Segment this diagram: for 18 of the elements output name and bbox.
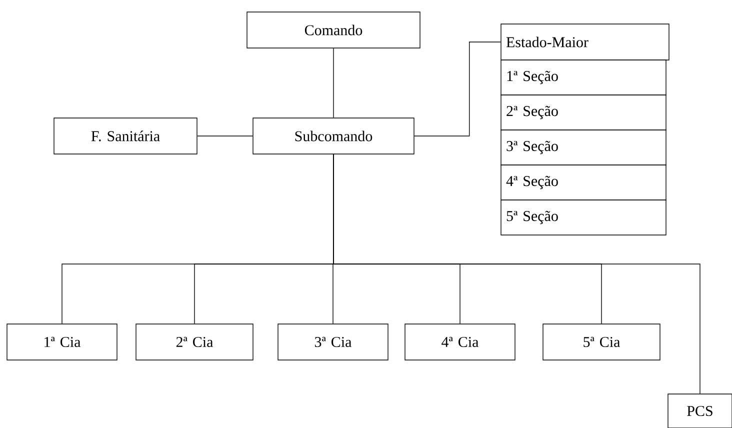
org-box: 3ª Seção	[500, 130, 666, 166]
org-box: 4ª Seção	[500, 164, 666, 200]
connector-line	[333, 154, 700, 394]
org-box: 1ª Cia	[6, 324, 118, 360]
org-box: 5ª Seção	[500, 200, 666, 236]
org-box: PCS	[668, 394, 732, 428]
org-box: 1ª Seção	[500, 60, 666, 96]
org-box: Comando	[246, 12, 420, 48]
connector-line	[333, 48, 334, 118]
org-box: Subcomando	[252, 118, 414, 154]
org-box: 2ª Seção	[500, 94, 666, 130]
org-box: 5ª Cia	[542, 324, 660, 360]
org-box: 3ª Cia	[278, 324, 388, 360]
connector-line	[414, 42, 501, 136]
org-box: Estado-Maior	[500, 24, 670, 60]
org-box: F. Sanitária	[54, 118, 198, 154]
org-box: 2ª Cia	[136, 324, 254, 360]
org-box: 4ª Cia	[404, 324, 516, 360]
